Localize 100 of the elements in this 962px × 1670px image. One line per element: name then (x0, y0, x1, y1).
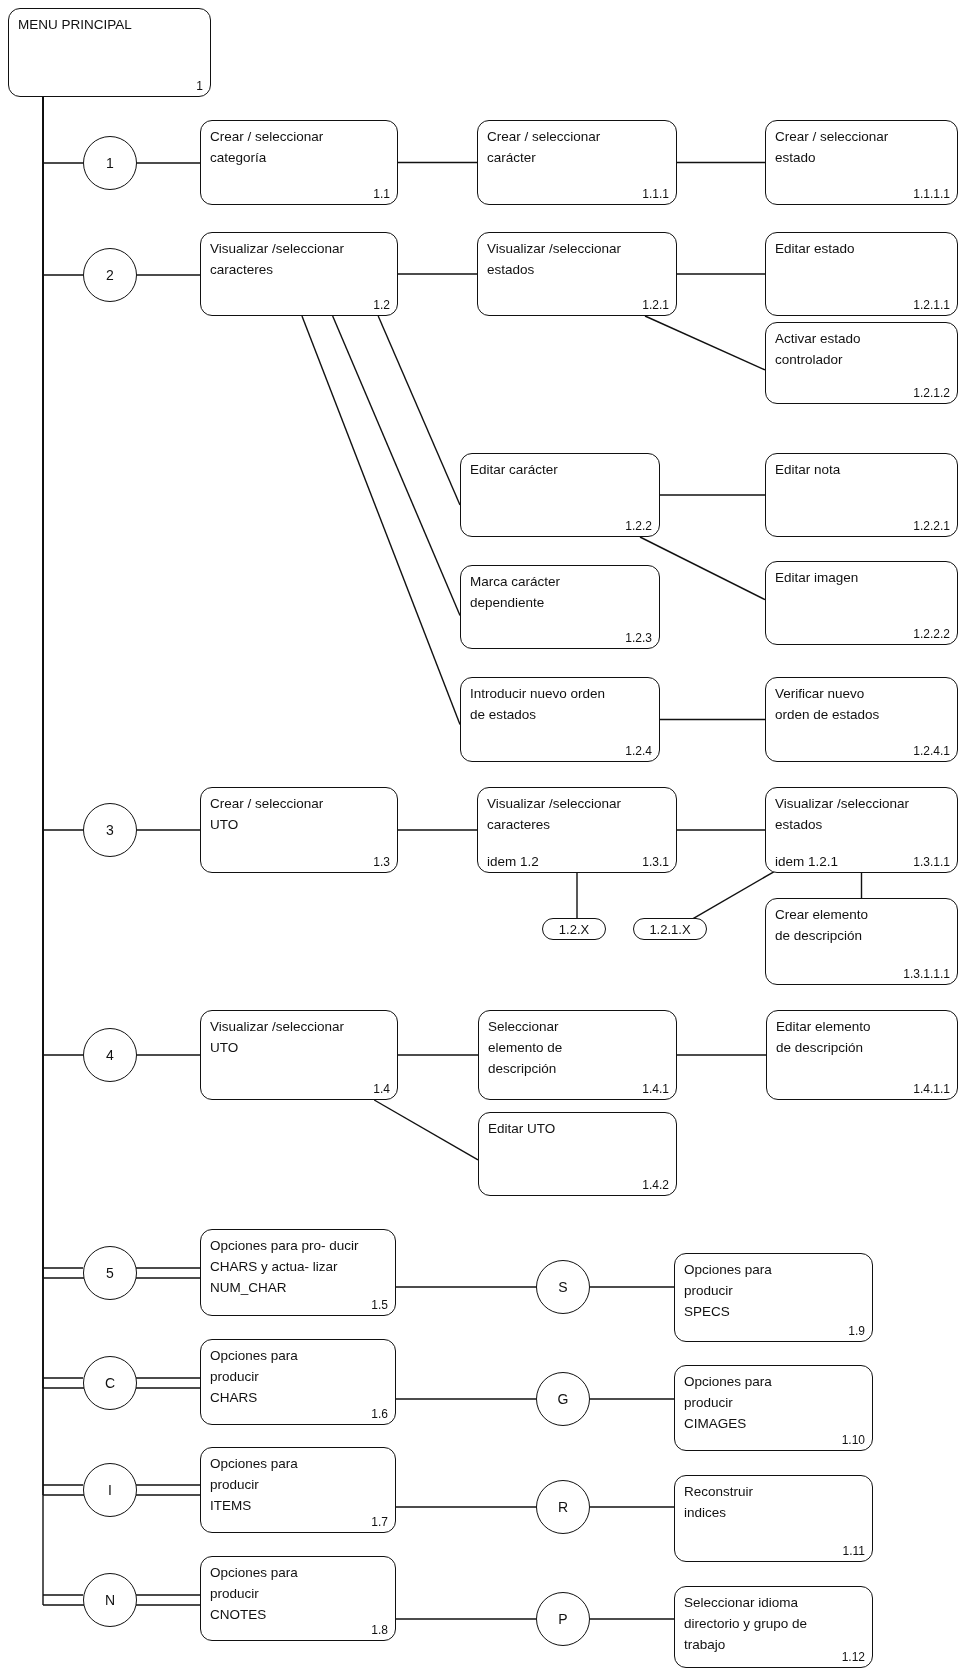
step-number: 1.2 (373, 298, 390, 312)
connector-line (589, 1398, 675, 1400)
connector-line (301, 315, 461, 726)
connector-line (644, 315, 766, 371)
process-box (765, 787, 958, 873)
step-label: Reconstruir indices (684, 1483, 755, 1522)
process-box (200, 1339, 396, 1425)
reference-note: idem 1.2.1 (775, 854, 839, 869)
process-box (674, 1475, 873, 1562)
connector-line (136, 162, 201, 164)
step-number: 1.10 (841, 1433, 865, 1447)
connector-line (397, 1054, 479, 1056)
reference-note: idem 1.2 (487, 854, 539, 869)
process-box (200, 787, 398, 873)
connector-line (589, 1286, 675, 1288)
step-label: Editar elemento de descripción (776, 1018, 872, 1057)
step-number: 1 (196, 79, 203, 93)
step-label: MENU PRINCIPAL (18, 16, 133, 34)
step-label: Crear / seleccionar categoría (210, 128, 325, 167)
step-label: Visualizar /seleccionar estados (775, 795, 911, 834)
step-number: 1.2.2.2 (913, 627, 950, 641)
step-number: 1.3.1.1.1 (903, 967, 950, 981)
connector-circle: 1 (83, 136, 137, 190)
connector-line (676, 161, 766, 164)
connector-circle: 3 (83, 803, 137, 857)
connector-line (576, 872, 578, 919)
connector-line (395, 1618, 537, 1620)
connector-circle: 2 (83, 248, 137, 302)
step-number: 1.2.2.1 (913, 519, 950, 533)
step-label: Opciones para producir CNOTES (210, 1564, 299, 1624)
process-box (765, 453, 958, 537)
connector-line (136, 274, 201, 276)
process-box (674, 1365, 873, 1451)
connector-circle: P (536, 1592, 590, 1646)
step-label: Opciones para producir ITEMS (210, 1455, 299, 1515)
connector-line (659, 494, 766, 496)
process-box (477, 120, 677, 205)
process-box (765, 232, 958, 316)
connector-line (676, 829, 766, 831)
step-label: Visualizar /seleccionar caracteres (487, 795, 623, 834)
connector-line (860, 872, 863, 899)
connector-line (136, 1054, 201, 1056)
connector-line (331, 315, 461, 617)
step-label: Editar UTO (488, 1120, 557, 1138)
step-label: Visualizar /seleccionar UTO (210, 1018, 346, 1057)
step-number: 1.8 (371, 1623, 388, 1637)
step-number: 1.1.1.1 (913, 187, 950, 201)
connector-line (395, 1506, 537, 1508)
process-box (765, 120, 958, 205)
connector-circle: S (536, 1260, 590, 1314)
step-label: Activar estado controlador (775, 330, 862, 369)
process-box (200, 1556, 396, 1641)
connector-line (395, 1286, 537, 1288)
connector-line (659, 718, 766, 721)
process-box (766, 1010, 958, 1100)
connector-line (676, 273, 766, 275)
process-box (478, 1010, 677, 1100)
connector-circle: 5 (83, 1246, 137, 1300)
connector-line (397, 161, 478, 164)
step-label: Seleccionar idioma directorio y grupo de trabajo (684, 1594, 809, 1654)
connector-line (136, 829, 201, 831)
process-box (200, 1447, 396, 1533)
connector-circle: 4 (83, 1028, 137, 1082)
step-label: Editar imagen (775, 569, 860, 587)
step-label: Marca carácter dependiente (470, 573, 562, 612)
process-box (765, 677, 958, 762)
step-number: 1.5 (371, 1298, 388, 1312)
step-label: Verificar nuevo orden de estados (775, 685, 881, 724)
process-box (478, 1112, 677, 1196)
process-box (460, 565, 660, 649)
process-box (460, 677, 660, 762)
connector-line (639, 536, 766, 601)
process-box (460, 453, 660, 537)
step-label: Opciones para producir CHARS (210, 1347, 299, 1407)
step-number: 1.2.4 (625, 744, 652, 758)
connector-line (135, 1267, 201, 1279)
process-box (200, 120, 398, 205)
connector-line (377, 315, 461, 506)
step-label: Crear / seleccionar carácter (487, 128, 602, 167)
process-box (674, 1253, 873, 1342)
connector-circle: N (83, 1573, 137, 1627)
process-box (477, 232, 677, 316)
step-number: 1.4.2 (642, 1178, 669, 1192)
step-number: 1.2.1.2 (913, 386, 950, 400)
step-number: 1.2.3 (625, 631, 652, 645)
connector-line (135, 1594, 201, 1606)
step-number: 1.6 (371, 1407, 388, 1421)
process-box (200, 232, 398, 316)
step-label: Crear / seleccionar UTO (210, 795, 325, 834)
connector-line (676, 1054, 767, 1056)
step-label: Editar estado (775, 240, 856, 258)
step-number: 1.2.2 (625, 519, 652, 533)
step-label: Opciones para producir CIMAGES (684, 1373, 773, 1433)
process-box (477, 787, 677, 873)
step-label: Crear elemento de descripción (775, 906, 870, 945)
process-box (765, 322, 958, 404)
step-number: 1.1.1 (642, 187, 669, 201)
step-label: Introducir nuevo orden de estados (470, 685, 607, 724)
step-number: 1.3.1.1 (913, 855, 950, 869)
step-number: 1.4.1 (642, 1082, 669, 1096)
